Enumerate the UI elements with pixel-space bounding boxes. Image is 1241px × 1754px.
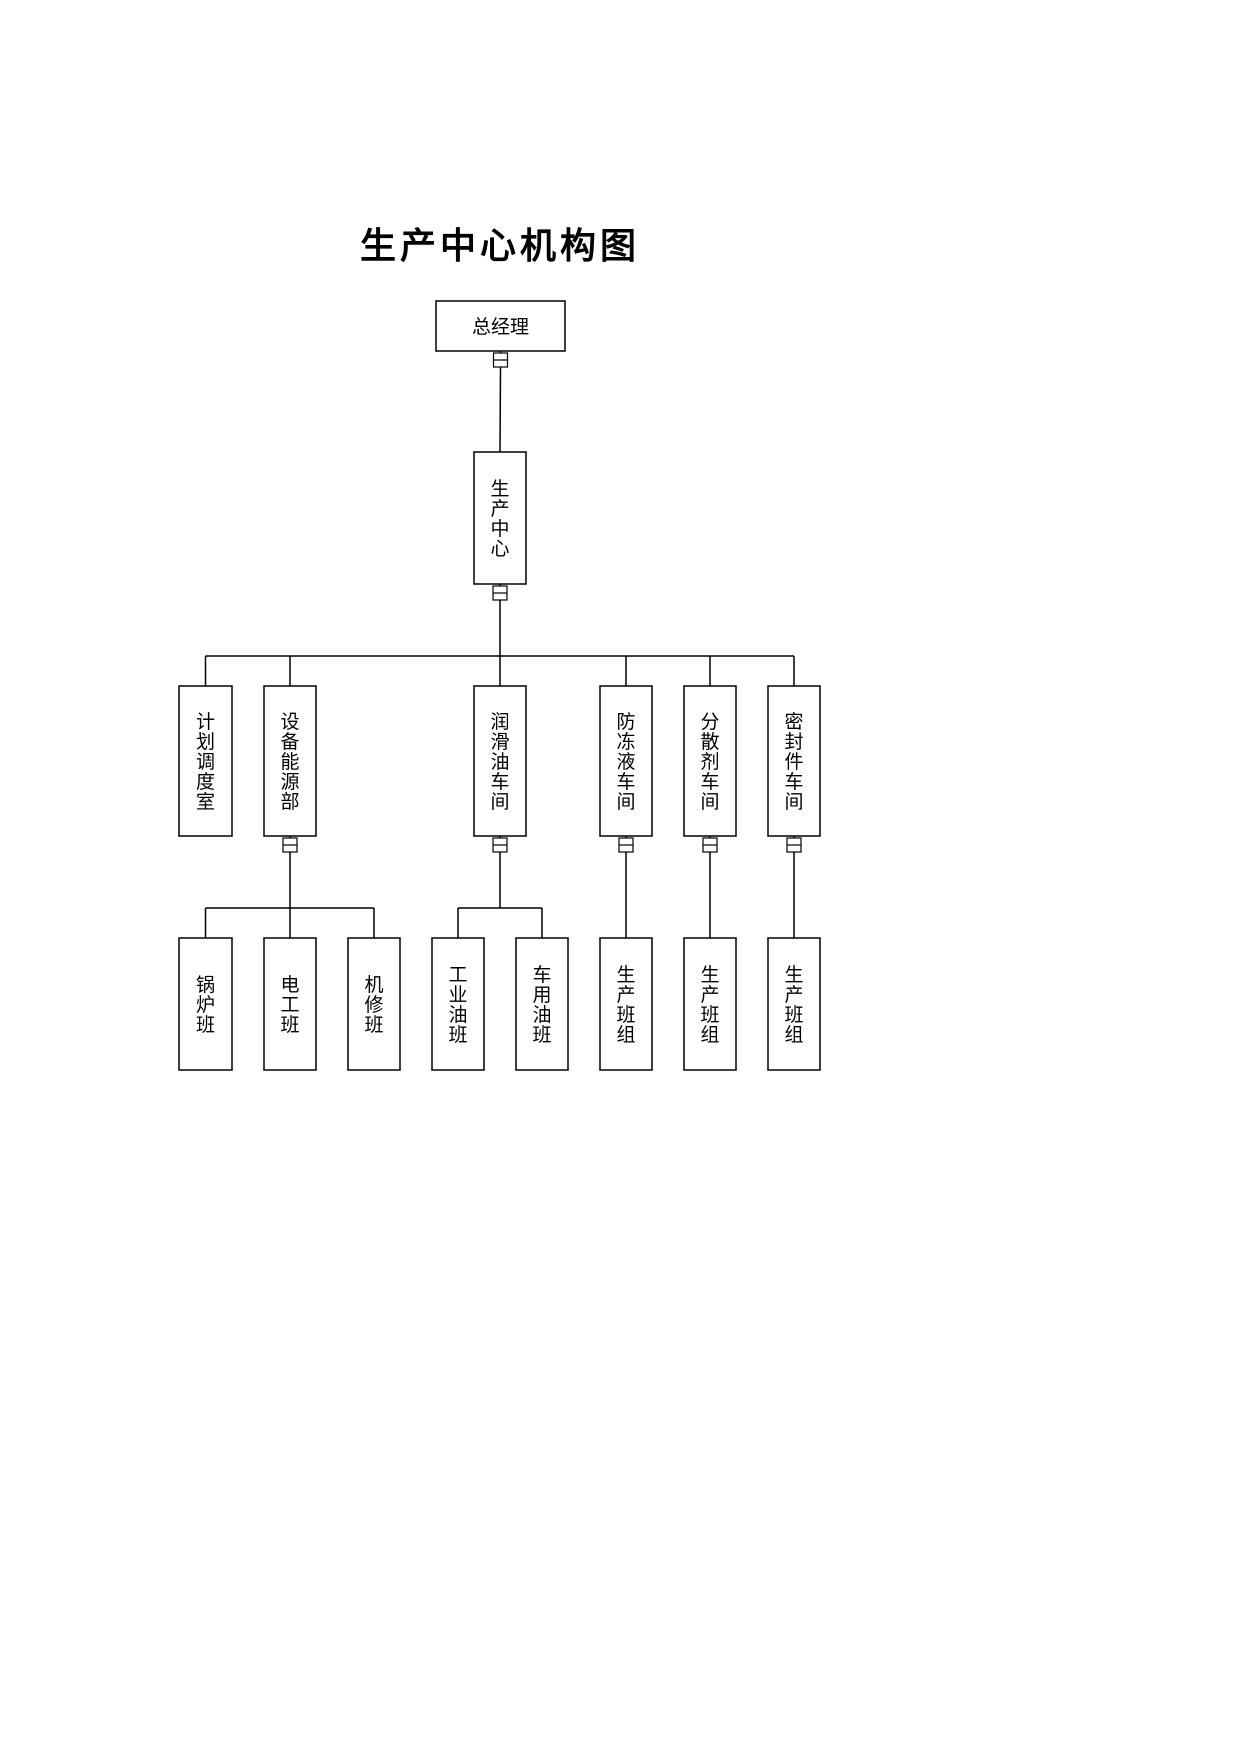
org-box-gm [435,300,566,352]
org-box-prod3 [767,937,821,1071]
org-label-pc: 生产中心 [490,478,509,560]
org-box-repair [347,937,401,1071]
org-box-electric [263,937,317,1071]
org-box-ind-oil [431,937,485,1071]
org-label-seal: 密封件车间 [784,711,803,813]
org-label-car-oil: 车用油班 [532,964,551,1046]
org-label-gm: 总经理 [472,316,529,338]
org-label-repair: 机修班 [364,974,383,1036]
org-label-boiler: 锅炉班 [196,974,215,1036]
org-box-lube [473,685,527,837]
org-label-dispersant: 分散剂车间 [700,711,719,813]
org-label-equip: 设备能源部 [280,711,299,813]
org-label-prod3: 生产班组 [784,964,803,1046]
org-box-prod2 [683,937,737,1071]
org-label-plan: 计划调度室 [196,711,215,813]
org-box-car-oil [515,937,569,1071]
org-box-prod1 [599,937,653,1071]
org-label-ind-oil: 工业油班 [448,964,467,1046]
org-box-antifreeze [599,685,653,837]
diagram-title: 生产中心机构图 [359,225,640,267]
org-label-lube: 润滑油车间 [490,711,509,813]
org-label-antifreeze: 防冻液车间 [616,711,635,813]
org-box-equip [263,685,317,837]
org-box-plan [178,685,233,837]
org-label-prod2: 生产班组 [700,964,719,1046]
org-label-electric: 电工班 [280,974,299,1036]
org-label-prod1: 生产班组 [616,964,635,1046]
org-box-boiler [178,937,233,1071]
org-box-dispersant [683,685,737,837]
connector-line [499,366,502,453]
